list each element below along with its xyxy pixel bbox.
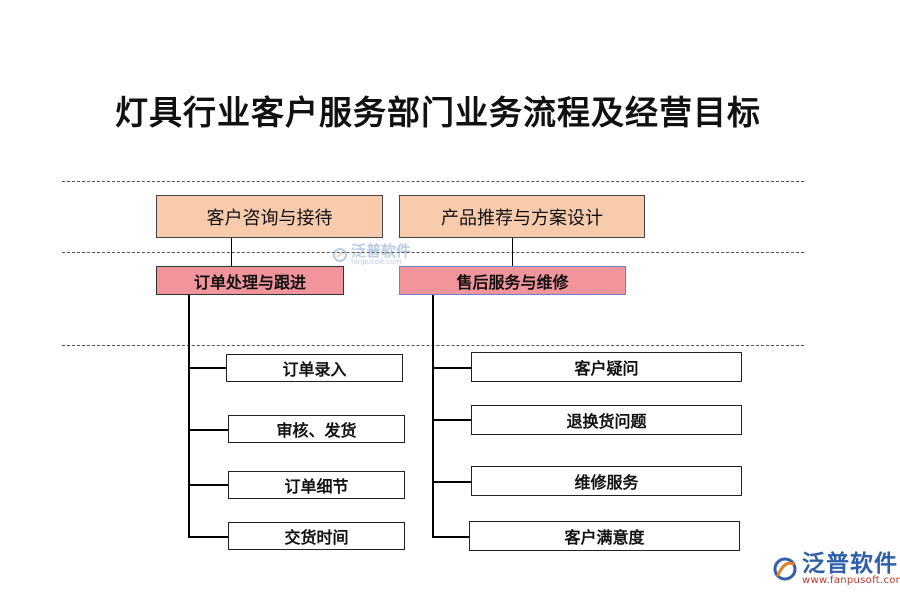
connector-line <box>188 367 227 369</box>
connector-line <box>188 295 190 537</box>
connector-line <box>432 295 434 537</box>
watermark-logo-icon <box>333 248 347 262</box>
leaf-repair-service: 维修服务 <box>471 466 742 496</box>
dashed-separator <box>62 252 804 253</box>
leaf-review-ship: 审核、发货 <box>228 415 405 443</box>
page-title: 灯具行业客户服务部门业务流程及经营目标 <box>115 93 761 132</box>
box-customer-consult: 客户咨询与接待 <box>156 195 383 238</box>
brand-name: 泛普软件 <box>802 551 898 577</box>
brand-logo-icon <box>773 557 797 581</box>
box-order-processing: 订单处理与跟进 <box>156 266 344 295</box>
watermark: 泛普软件 fanpusoft.com <box>332 244 411 266</box>
leaf-order-entry: 订单录入 <box>226 354 403 382</box>
box-after-sales: 售后服务与维修 <box>399 266 626 295</box>
leaf-order-details: 订单细节 <box>228 471 405 499</box>
connector-line <box>188 484 228 486</box>
connector-line <box>512 238 513 266</box>
leaf-customer-satisfaction: 客户满意度 <box>469 521 740 551</box>
brand-logo: 泛普软件 www.fanpusoft.com <box>772 552 900 587</box>
connector-line <box>432 481 471 483</box>
leaf-delivery-time: 交货时间 <box>228 522 405 550</box>
box-product-recommend: 产品推荐与方案设计 <box>399 195 645 238</box>
connector-line <box>188 429 228 431</box>
connector-line <box>231 238 232 266</box>
watermark-subtext: fanpusoft.com <box>351 258 402 266</box>
leaf-return-exchange: 退换货问题 <box>471 405 742 435</box>
leaf-customer-questions: 客户疑问 <box>471 352 742 382</box>
connector-line <box>432 536 470 538</box>
connector-line <box>432 367 471 369</box>
watermark-text: 泛普软件 <box>351 242 412 260</box>
connector-line <box>188 536 228 538</box>
dashed-separator <box>62 181 804 182</box>
connector-line <box>432 419 471 421</box>
brand-url: www.fanpusoft.com <box>802 575 900 587</box>
